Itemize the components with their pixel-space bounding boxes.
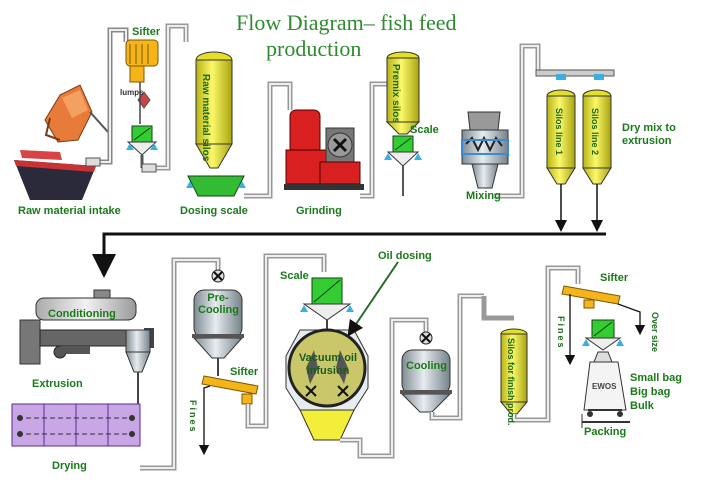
label-oil-dosing: Oil dosing — [378, 250, 432, 262]
label-dry-mix: Dry mix to extrusion — [622, 122, 676, 147]
label-dosing-scale: Dosing scale — [180, 205, 248, 217]
excavator-icon — [44, 84, 109, 143]
silo-line-2 — [582, 89, 612, 185]
label-ewos: EWOS — [592, 382, 617, 391]
label-grinding: Grinding — [296, 205, 342, 217]
check-valve-icon — [384, 135, 422, 167]
label-drying: Drying — [52, 460, 87, 472]
check-valve-icon — [582, 319, 624, 351]
premix-silo — [385, 51, 421, 135]
vacuum-infusion-vessel — [285, 328, 369, 441]
label-big-bag: Big bag — [630, 386, 671, 398]
label-scale-top: Scale — [410, 124, 439, 136]
label-raw-material-silos: Raw material silos — [200, 74, 211, 162]
sifter-machine-mid — [201, 375, 259, 405]
label-small-bag: Small bag — [630, 372, 682, 384]
label-scale-mid: Scale — [280, 270, 309, 282]
sifter-machine-right — [561, 285, 621, 309]
label-silos-finish: Silos for finish prod. — [506, 338, 516, 426]
title-line-2: production — [266, 36, 362, 61]
pre-cooler-vessel — [192, 269, 244, 359]
label-fines-left: Fines — [188, 400, 198, 434]
label-conditioning: Conditioning — [48, 308, 116, 320]
label-fines-right: Fines — [556, 316, 566, 350]
check-valve-icon — [126, 125, 158, 156]
label-bulk: Bulk — [630, 400, 654, 412]
grinder-machine — [284, 109, 364, 190]
dosing-scale-icon — [186, 175, 246, 197]
bag-icon — [583, 351, 627, 417]
label-raw-material-intake: Raw material intake — [18, 205, 121, 217]
label-mixing: Mixing — [466, 190, 501, 202]
silo-line-1 — [546, 89, 576, 185]
dryer-machine — [11, 403, 141, 447]
label-pre-cooling: Pre-Cooling — [198, 292, 239, 316]
mixer-icon — [461, 111, 509, 189]
label-premix-silos: Premix silos — [390, 64, 401, 123]
sifter-machine-top — [125, 39, 159, 109]
check-valve-icon — [300, 277, 354, 321]
finish-product-silo — [499, 328, 529, 415]
label-sifter-right: Sifter — [600, 272, 629, 284]
label-packing: Packing — [584, 426, 627, 438]
raw-material-silo — [195, 51, 233, 169]
page-title: Flow Diagram– fish feed production — [236, 10, 457, 62]
label-silos-line-1: Silos line 1 — [554, 108, 564, 156]
label-silos-line-2: Silos line 2 — [590, 108, 600, 156]
label-lumps: lumps — [120, 88, 144, 97]
label-over-size: Over size — [650, 312, 660, 353]
label-sifter-mid: Sifter — [230, 366, 259, 378]
label-extrusion: Extrusion — [32, 378, 83, 390]
ship-icon — [14, 150, 96, 200]
label-sifter-top: Sifter — [132, 26, 161, 38]
cooler-vessel — [400, 331, 452, 413]
cyclone-icon — [125, 329, 151, 373]
label-cooling: Cooling — [406, 360, 447, 372]
title-line-1: Flow Diagram– fish feed — [236, 10, 457, 35]
label-vacuum-oil-infusion: Vacuum oil infusion — [298, 352, 358, 377]
